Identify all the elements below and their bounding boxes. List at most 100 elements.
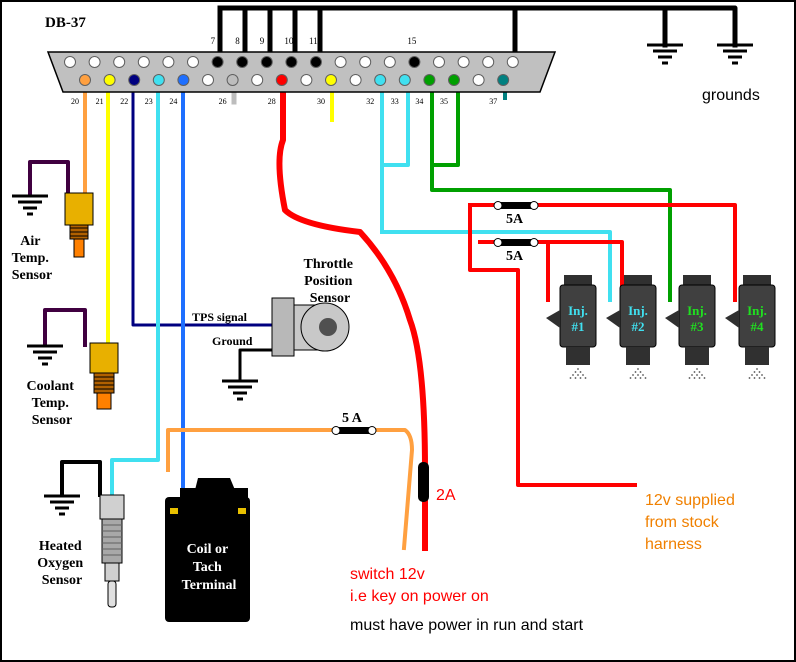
injector-label: Inj.#1 bbox=[568, 303, 588, 334]
injector-icon: Inj.#2 bbox=[606, 275, 657, 379]
ground-symbols bbox=[12, 43, 753, 516]
connector-pin bbox=[349, 74, 362, 86]
ground-icon bbox=[717, 43, 753, 65]
wire-oxygen bbox=[110, 76, 160, 502]
connector-pin bbox=[79, 74, 91, 86]
pin-row-top bbox=[64, 56, 519, 68]
connector-pin bbox=[506, 56, 519, 68]
tps-ground-label: Ground bbox=[212, 334, 253, 348]
coolant-temp-label: Coolant Temp. Sensor bbox=[27, 379, 78, 428]
connector-pin bbox=[359, 56, 372, 68]
pin-number-label: 32 bbox=[366, 97, 374, 106]
connector-pin bbox=[374, 74, 387, 86]
coolant-sensor-icon bbox=[89, 342, 119, 410]
wire-switch-12v bbox=[276, 77, 428, 551]
connector-pin bbox=[433, 56, 445, 68]
pin-number-label: 26 bbox=[219, 97, 227, 106]
ground-icon bbox=[44, 494, 80, 516]
ground-icon bbox=[27, 344, 63, 366]
connector-pin bbox=[152, 74, 165, 86]
injector-icon: Inj.#4 bbox=[725, 275, 776, 379]
pin-number-label: 9 bbox=[260, 36, 265, 46]
connector-pin bbox=[251, 74, 264, 86]
connector-pin bbox=[187, 56, 199, 68]
connector-pin bbox=[226, 74, 239, 86]
connector-pin bbox=[457, 56, 470, 68]
fuse-icon bbox=[493, 201, 539, 210]
ground-icon bbox=[12, 194, 48, 216]
tps-signal-label: TPS signal bbox=[192, 310, 248, 324]
connector-pin bbox=[408, 56, 421, 68]
connector-pin bbox=[236, 56, 249, 68]
connector-title: DB-37 bbox=[45, 15, 86, 31]
connector-pin bbox=[128, 74, 141, 86]
throttle-position-sensor-icon bbox=[271, 297, 350, 357]
connector-pin bbox=[202, 74, 214, 86]
pin-number-label: 34 bbox=[415, 97, 423, 106]
connector-pin bbox=[113, 56, 126, 68]
connector-pin bbox=[211, 56, 224, 68]
connector-pin bbox=[325, 74, 337, 86]
pin-number-label: 11 bbox=[309, 36, 318, 46]
ground-bus-wire bbox=[217, 5, 738, 65]
wire-oxygen-ground bbox=[60, 460, 102, 497]
pin-number-label: 8 bbox=[235, 36, 240, 46]
injector-label: Inj.#3 bbox=[687, 303, 707, 334]
run-start-label: must have power in run and start bbox=[350, 617, 584, 634]
fuse-5a-mid-label: 5A bbox=[506, 249, 524, 264]
connector-pin bbox=[482, 56, 495, 68]
db37-connector: DB-37 bbox=[45, 15, 557, 93]
connector-pin bbox=[103, 74, 116, 86]
pin-number-label: 37 bbox=[489, 97, 497, 106]
throttle-label: Throttle Position Sensor bbox=[303, 257, 356, 306]
wire-tps-signal bbox=[131, 76, 274, 327]
connector-pin bbox=[64, 56, 76, 68]
grounds-label: grounds bbox=[702, 87, 760, 104]
oxygen-sensor-icon bbox=[99, 494, 125, 608]
wire-coil-fuse bbox=[166, 428, 414, 551]
oxygen-sensor-label: Heated Oxygen Sensor bbox=[37, 539, 86, 588]
pin-number-label: 23 bbox=[145, 97, 153, 106]
connector-pin bbox=[300, 74, 313, 86]
connector-pin bbox=[398, 74, 411, 86]
pin-number-label: 24 bbox=[169, 97, 177, 106]
pin-number-label: 15 bbox=[407, 36, 417, 46]
fuse-2a-label: 2A bbox=[436, 487, 456, 504]
injector-icon: Inj.#3 bbox=[665, 275, 716, 379]
wire-tps-ground bbox=[238, 348, 274, 382]
connector-pin bbox=[137, 56, 150, 68]
connector-pin bbox=[162, 56, 175, 68]
pin-number-label: 28 bbox=[268, 97, 276, 106]
ground-icon bbox=[647, 43, 683, 65]
pin-number-label: 33 bbox=[391, 97, 399, 106]
pin-row-bottom bbox=[79, 74, 510, 86]
supply-12v-label: 12v supplied from stock harness bbox=[645, 492, 739, 553]
connector-pin bbox=[497, 74, 510, 86]
pin-number-label: 30 bbox=[317, 97, 325, 106]
fuse-icon bbox=[418, 462, 429, 502]
connector-pin bbox=[88, 56, 101, 68]
pin-number-label: 7 bbox=[211, 36, 216, 46]
injectors: Inj.#1 Inj.#2 Inj.#3 Inj.#4 bbox=[546, 275, 776, 379]
connector-pin bbox=[177, 74, 190, 86]
connector-pin bbox=[423, 74, 436, 86]
connector-pin bbox=[383, 56, 396, 68]
air-temp-label: Air Temp. Sensor bbox=[12, 234, 53, 283]
connector-pin bbox=[472, 74, 485, 86]
switch-12v-label: switch 12v i.e key on power on bbox=[350, 566, 489, 605]
fuse-icon bbox=[493, 238, 539, 247]
pin-number-label: 10 bbox=[284, 36, 294, 46]
top-pin-labels: 7 8 9 10 11 15 bbox=[211, 36, 417, 46]
pin-number-label: 20 bbox=[71, 97, 79, 106]
air-temp-sensor-icon bbox=[64, 192, 94, 258]
ground-icon bbox=[222, 379, 258, 401]
ignition-coil-icon bbox=[165, 478, 250, 622]
fuse-5a-coil-label: 5 A bbox=[342, 411, 363, 426]
connector-pin bbox=[448, 74, 460, 86]
wire-inj-power bbox=[468, 203, 737, 487]
injector-icon: Inj.#1 bbox=[546, 275, 597, 379]
injector-label: Inj.#4 bbox=[747, 303, 767, 334]
